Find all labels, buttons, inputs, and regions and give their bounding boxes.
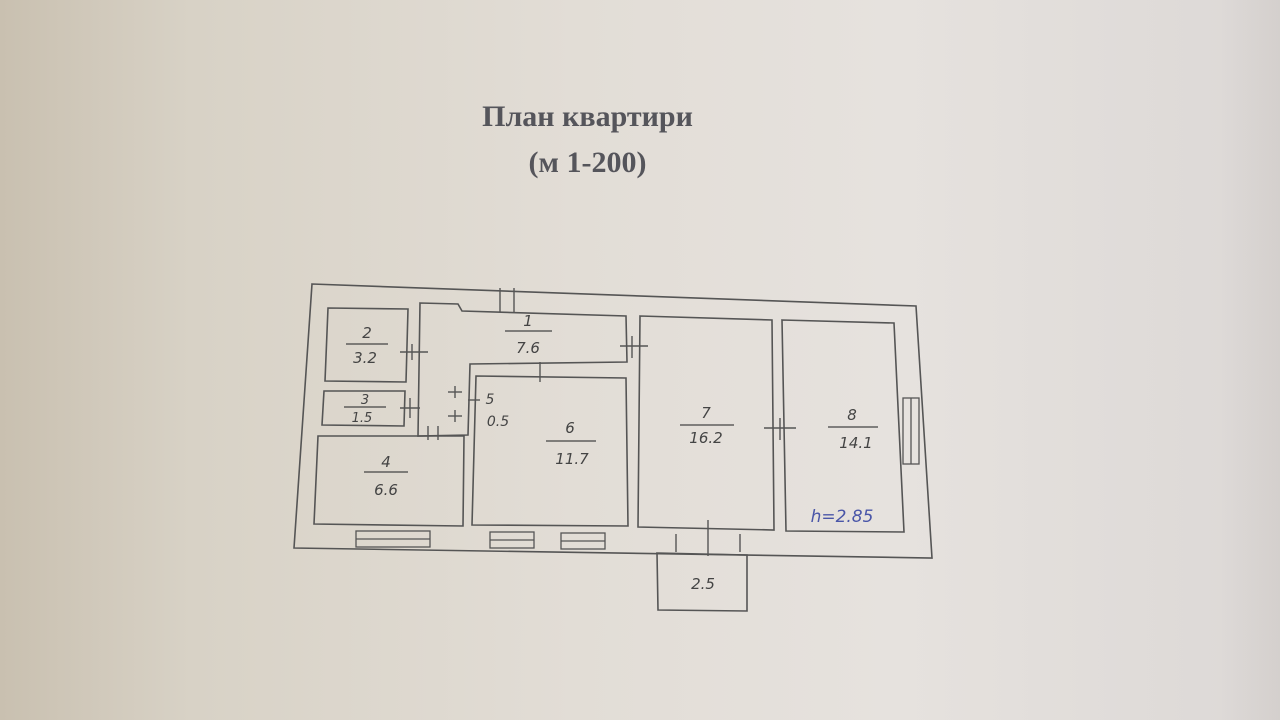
balcony-area: 2.5 (691, 575, 715, 593)
room-7 (637, 315, 775, 531)
room-2-area: 3.2 (353, 349, 377, 367)
outer-wall (293, 283, 933, 559)
room-labels: 2 3.2 3 1.5 4 6.6 1 7.6 5 0.5 6 11.7 7 1… (344, 312, 878, 593)
room-4-area: 6.6 (374, 481, 398, 499)
room-5-number: 5 (486, 392, 495, 408)
room-2 (324, 307, 409, 383)
balcony (656, 552, 748, 612)
paper-shadow (1220, 0, 1280, 720)
room-1 (417, 302, 628, 437)
room-1-area: 7.6 (516, 339, 540, 357)
room-2-number: 2 (362, 324, 372, 342)
windows (355, 397, 920, 550)
plan-walls (293, 283, 933, 612)
room-3 (321, 390, 406, 427)
plan-scale: (м 1-200) (528, 146, 647, 179)
plan-title: План квартири (482, 100, 693, 133)
room-5-area: 0.5 (487, 414, 509, 430)
room-4 (313, 435, 465, 527)
room-3-area: 1.5 (352, 411, 373, 426)
room-6 (471, 375, 629, 527)
room-1-number: 1 (523, 312, 533, 330)
room-6-area: 11.7 (555, 450, 589, 468)
room-7-area: 16.2 (689, 429, 722, 447)
room-3-number: 3 (361, 393, 369, 408)
room-6-number: 6 (565, 419, 575, 437)
room-4-number: 4 (381, 453, 391, 471)
ceiling-height-note: h=2.85 (811, 507, 874, 527)
door-marks (400, 288, 796, 556)
room-8-area: 14.1 (839, 434, 872, 452)
room-8 (781, 319, 905, 533)
room-8-number: 8 (847, 406, 857, 424)
room-7-number: 7 (701, 404, 711, 422)
